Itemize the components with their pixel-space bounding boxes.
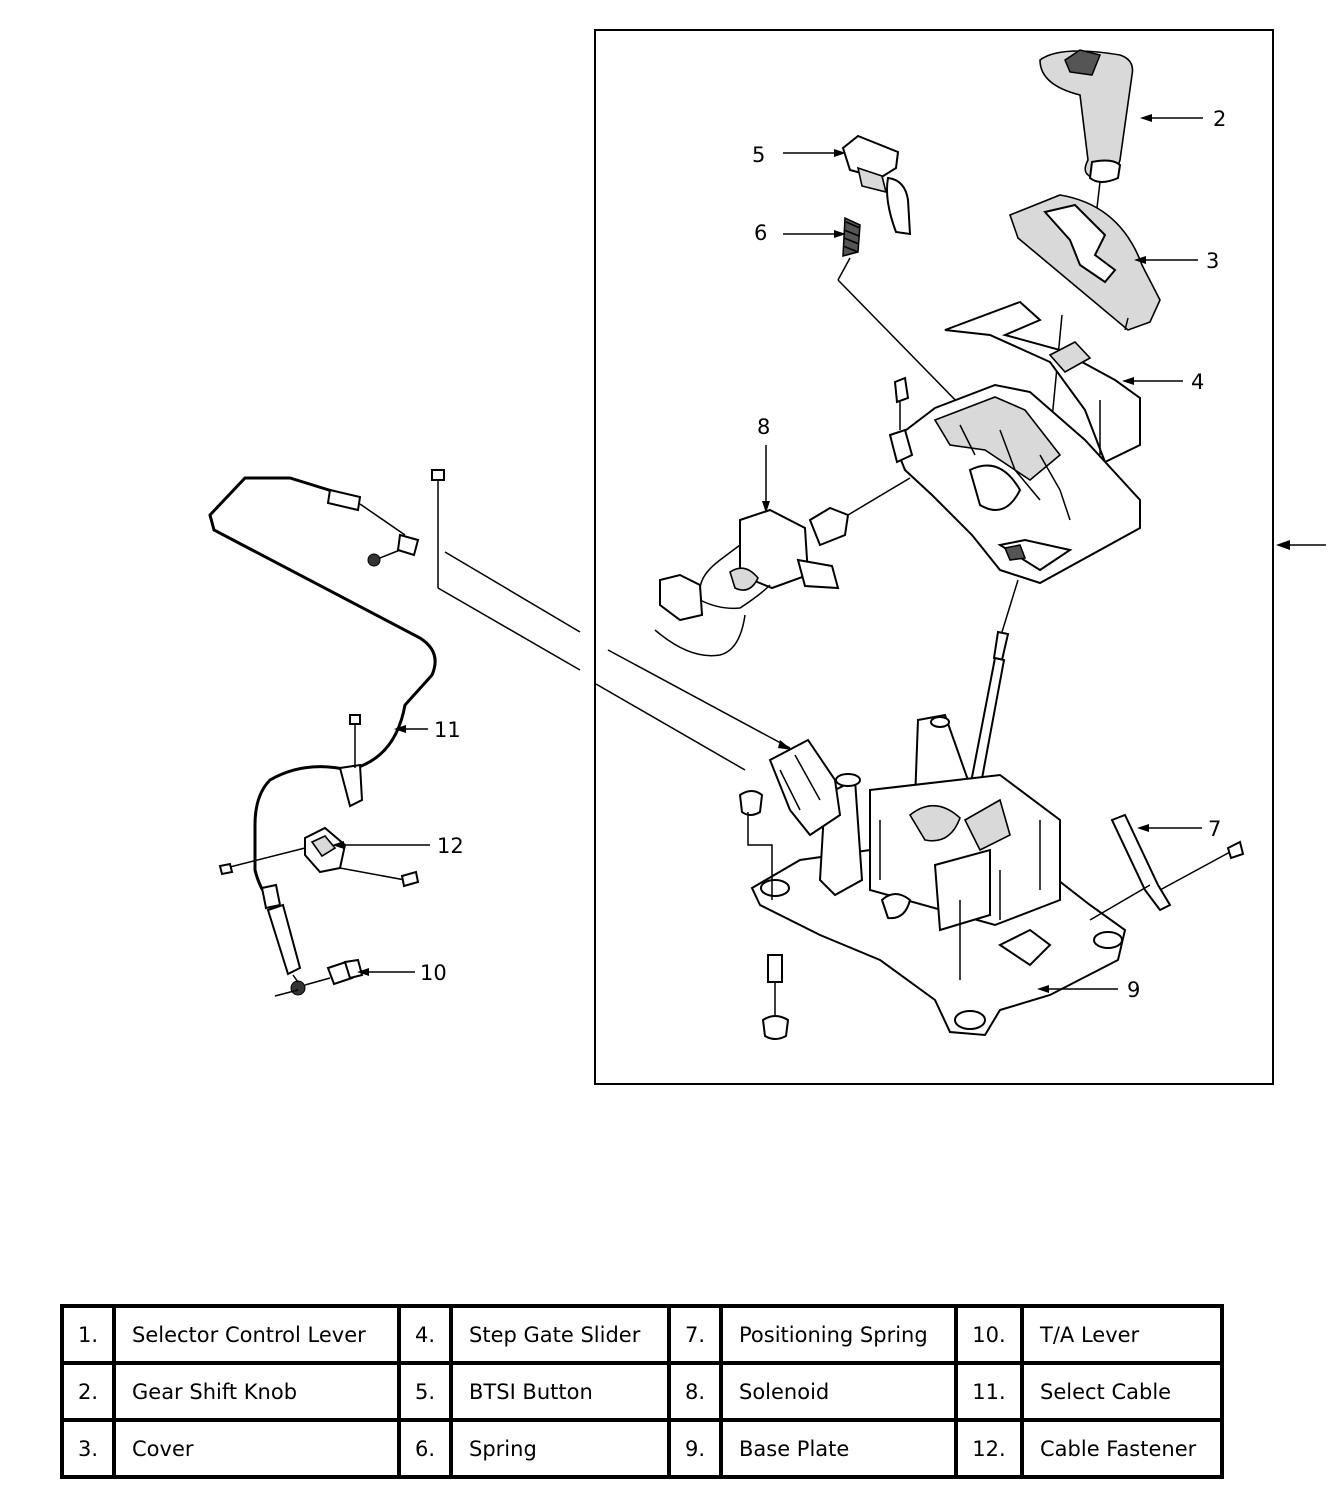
callout-6: 6 [754, 221, 767, 245]
positioning-spring-drawing [1089, 813, 1245, 921]
legend-number: 6. [397, 1418, 453, 1479]
legend-row: 3. Cover 6. Spring 9. Base Plate 12. Cab… [60, 1418, 1224, 1479]
legend-number: 9. [667, 1418, 723, 1479]
legend-number: 7. [667, 1304, 723, 1365]
callout-5: 5 [752, 143, 765, 167]
legend-part-name: Cover [112, 1418, 401, 1479]
legend-part-name: Step Gate Slider [449, 1304, 671, 1365]
callout-11: 11 [434, 718, 461, 742]
lower-fasteners-drawing [738, 790, 790, 1040]
cover-drawing [1008, 194, 1161, 441]
callout-leaders [332, 114, 1203, 993]
btsi-button-drawing [841, 134, 912, 236]
selector-housing-drawing [888, 376, 1141, 585]
legend-row: 2. Gear Shift Knob 5. BTSI Button 8. Sol… [60, 1361, 1224, 1422]
legend-part-name: Cable Fastener [1020, 1418, 1224, 1479]
legend-part-name: Base Plate [719, 1418, 958, 1479]
legend-number: 1. [60, 1304, 116, 1365]
step-gate-slider-drawing [944, 300, 1141, 464]
parts-legend-table: 1. Selector Control Lever 4. Step Gate S… [60, 1304, 1224, 1479]
select-cable-drawing [208, 469, 792, 997]
legend-number: 4. [397, 1304, 453, 1365]
legend-part-name: Select Cable [1020, 1361, 1224, 1422]
legend-part-name: Gear Shift Knob [112, 1361, 401, 1422]
legend-part-name: Selector Control Lever [112, 1304, 401, 1365]
cable-fastener-drawing [218, 826, 420, 888]
legend-number: 2. [60, 1361, 116, 1422]
legend-number: 11. [954, 1361, 1024, 1422]
base-plate-drawing [750, 713, 1127, 1037]
legend-part-name: Solenoid [719, 1361, 958, 1422]
callout-8: 8 [757, 415, 770, 439]
legend-part-name: Spring [449, 1418, 671, 1479]
solenoid-drawing [654, 477, 911, 657]
legend-row: 1. Selector Control Lever 4. Step Gate S… [60, 1304, 1224, 1365]
spring-drawing [837, 216, 966, 411]
legend-number: 5. [397, 1361, 453, 1422]
assembly-frame [594, 29, 1274, 1085]
callout-7: 7 [1208, 817, 1221, 841]
callout-3: 3 [1206, 249, 1219, 273]
callout-12: 12 [437, 834, 464, 858]
callout-2: 2 [1213, 107, 1226, 131]
legend-part-name: BTSI Button [449, 1361, 671, 1422]
legend-number: 3. [60, 1418, 116, 1479]
callout-4: 4 [1191, 370, 1204, 394]
legend-number: 12. [954, 1418, 1024, 1479]
assembly-pointer-arrow [1276, 540, 1326, 550]
lever-shaft-drawing [966, 579, 1019, 802]
ta-lever-drawing [304, 958, 364, 986]
legend-part-name: T/A Lever [1020, 1304, 1224, 1365]
legend-part-name: Positioning Spring [719, 1304, 958, 1365]
callout-9: 9 [1127, 978, 1140, 1002]
callout-10: 10 [420, 961, 447, 985]
legend-number: 8. [667, 1361, 723, 1422]
exploded-parts-diagram: 2 3 4 5 6 7 8 9 10 11 12 [208, 29, 1326, 1085]
legend-number: 10. [954, 1304, 1024, 1365]
gear-shift-knob-drawing [1039, 49, 1134, 243]
